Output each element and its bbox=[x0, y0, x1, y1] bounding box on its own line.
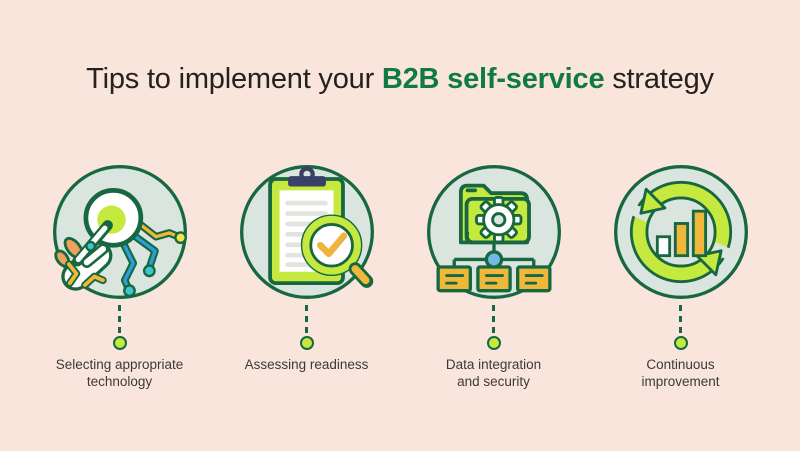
gear-icon bbox=[474, 196, 522, 244]
connector-dot bbox=[112, 336, 127, 350]
connector-line bbox=[679, 305, 682, 333]
title-suffix: strategy bbox=[604, 63, 714, 96]
hand-selecting-technology-icon bbox=[49, 161, 191, 303]
connector-line bbox=[118, 305, 121, 333]
connector-dot bbox=[486, 336, 501, 350]
title-highlight: B2B self-service bbox=[381, 63, 605, 96]
network-hub-node bbox=[484, 250, 503, 269]
step-label: Assessing readiness bbox=[244, 357, 369, 372]
hand-selecting-technology-icon bbox=[52, 165, 187, 299]
step-data-integration-and-security: Data integration and security bbox=[400, 161, 587, 390]
steps-row: Selecting appropriate technology bbox=[26, 161, 774, 390]
cycle-arrows-bar-chart-icon bbox=[613, 165, 748, 299]
connector-line bbox=[492, 305, 495, 333]
circuit-traces bbox=[117, 215, 182, 293]
bar-chart-icon bbox=[655, 209, 707, 258]
magnifier-icon bbox=[300, 214, 373, 288]
circuit-node-teal bbox=[142, 264, 156, 278]
circuit-node-teal bbox=[122, 284, 136, 298]
cycle-arrows-bar-chart-icon bbox=[610, 161, 752, 303]
title-prefix: Tips to implement your bbox=[86, 63, 382, 96]
folder-gear-network-icon bbox=[426, 165, 561, 299]
step-label: Data integration and security bbox=[445, 357, 542, 389]
checkmark-icon bbox=[316, 232, 347, 258]
connector-dot bbox=[299, 336, 314, 350]
clip-band bbox=[287, 176, 326, 187]
stylus-grip-dot bbox=[84, 240, 96, 252]
step-selecting-appropriate-technology: Selecting appropriate technology bbox=[26, 161, 213, 390]
page-title: Tips to implement your B2B self-service … bbox=[0, 63, 800, 96]
step-label: Continuous improvement bbox=[641, 357, 720, 389]
finger bbox=[83, 245, 106, 266]
connector-line bbox=[305, 305, 308, 333]
folder-gear-network-icon bbox=[423, 161, 565, 303]
connector-dot bbox=[673, 336, 688, 350]
clipboard-checklist-magnifier-icon bbox=[236, 161, 378, 303]
network-boxes bbox=[435, 265, 552, 293]
circuit-node-yellow bbox=[173, 231, 187, 245]
step-label: Selecting appropriate technology bbox=[55, 357, 184, 389]
step-continuous-improvement: Continuous improvement bbox=[587, 161, 774, 390]
step-assessing-readiness: Assessing readiness bbox=[213, 161, 400, 390]
clipboard-checklist-magnifier-icon bbox=[239, 165, 374, 299]
